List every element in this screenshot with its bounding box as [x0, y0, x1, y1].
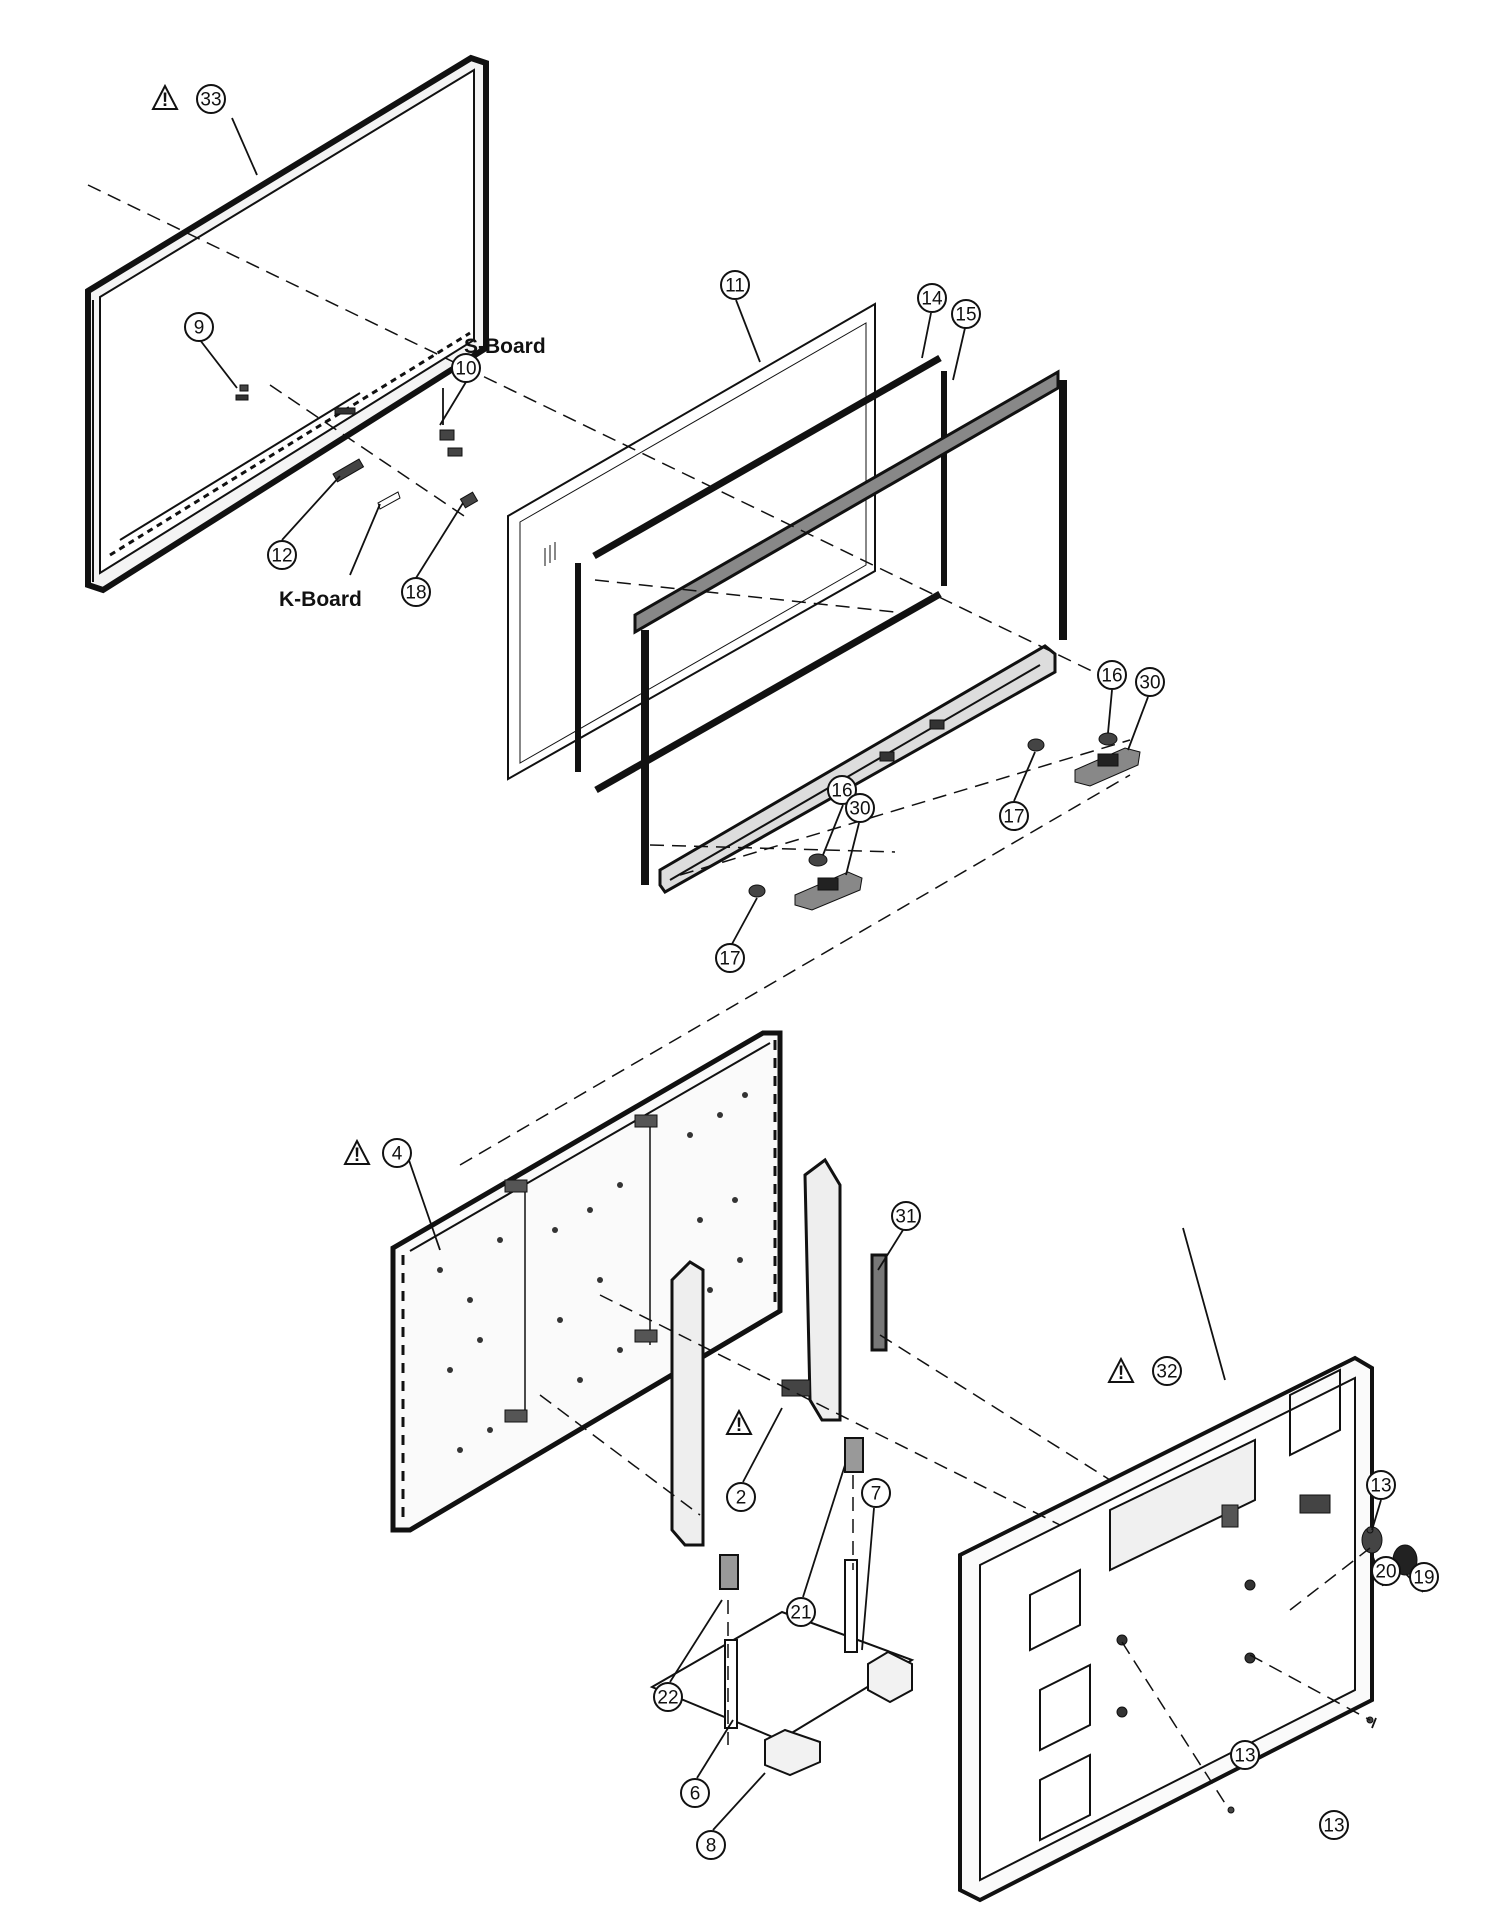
s-board-label: S-Board [464, 335, 546, 358]
callout-circle [1135, 667, 1165, 697]
callout-circle [720, 270, 750, 300]
callout-12: 12 [271, 546, 292, 567]
callout-circle [401, 577, 431, 607]
callout-31: 31 [895, 1207, 916, 1228]
warning-mark: ! [736, 1415, 742, 1436]
callout-circle [715, 943, 745, 973]
callout-21: 21 [790, 1603, 811, 1624]
warning-marks: ! ! ! ! [162, 90, 1124, 1436]
callout-circle [1371, 1556, 1401, 1586]
callout-circle [382, 1138, 412, 1168]
rear-cover-part [958, 1355, 1374, 1903]
callouts [184, 84, 1439, 1860]
callout-22: 22 [657, 1688, 678, 1709]
callout-11: 11 [725, 276, 745, 297]
k-board-label: K-Board [279, 588, 362, 611]
callout-32: 32 [1156, 1362, 1177, 1383]
bezel-small-parts [239, 384, 479, 510]
callout-17: 17 [1003, 807, 1024, 828]
callout-18: 18 [405, 583, 426, 604]
callout-30: 30 [1139, 673, 1160, 694]
callout-2: 2 [736, 1488, 747, 1509]
warning-triangle-icon [151, 83, 179, 110]
callout-33: 33 [200, 90, 221, 111]
stand-base-part [649, 1559, 915, 1777]
callout-circle [845, 793, 875, 823]
callout-17-lower: 17 [719, 949, 740, 970]
callout-9: 9 [194, 318, 205, 339]
callout-circle [726, 1482, 756, 1512]
callout-circle [999, 801, 1029, 831]
callout-numbers: 33 9 10 12 18 11 14 15 16 30 17 16 30 17… [194, 90, 1435, 1857]
warning-mark: ! [1118, 1363, 1124, 1384]
callout-circle [184, 312, 214, 342]
panel-glass-part [507, 302, 876, 781]
callout-4: 4 [392, 1144, 403, 1165]
callout-10: 10 [455, 359, 476, 380]
stand-posts [670, 1157, 888, 1590]
chassis-dots [437, 1092, 748, 1453]
callout-14: 14 [921, 289, 943, 310]
callout-20: 20 [1375, 1562, 1396, 1583]
callout-circle [951, 299, 981, 329]
callout-circle [696, 1830, 726, 1860]
callout-16-lower: 16 [831, 781, 852, 802]
warning-triangle-icon [1107, 1356, 1135, 1383]
callout-8: 8 [706, 1836, 717, 1857]
callout-circle [861, 1478, 891, 1508]
assembly-guide-lines [87, 184, 1371, 1809]
callout-13-mid: 13 [1234, 1746, 1255, 1767]
panel-chassis-frame [633, 369, 1067, 894]
callout-6: 6 [690, 1784, 701, 1805]
callout-circle [1409, 1562, 1439, 1592]
warning-triangle-icon [725, 1408, 753, 1435]
callout-circle [827, 775, 857, 805]
knob-parts [1227, 1526, 1418, 1814]
callout-circle [653, 1682, 683, 1712]
callout-circle [917, 283, 947, 313]
callout-circle [891, 1201, 921, 1231]
callout-circle [1366, 1470, 1396, 1500]
gasket-strips [575, 354, 947, 794]
callout-16: 16 [1101, 666, 1122, 687]
warning-icons [151, 83, 1135, 1435]
callout-circle [786, 1597, 816, 1627]
front-bezel-part [85, 54, 489, 594]
warning-mark: ! [162, 90, 168, 111]
callout-15: 15 [955, 305, 976, 326]
warning-triangle-icon [343, 1138, 371, 1165]
speaker-brackets [748, 732, 1141, 911]
callout-circle [451, 353, 481, 383]
callout-7: 7 [871, 1484, 882, 1505]
callout-circle [267, 540, 297, 570]
callout-circle [680, 1778, 710, 1808]
warning-mark: ! [354, 1145, 360, 1166]
chassis-plate-part [390, 1030, 783, 1533]
callout-circle [1097, 660, 1127, 690]
callout-circle [1152, 1356, 1182, 1386]
callout-13-top: 13 [1370, 1476, 1391, 1497]
callout-13-bottom: 13 [1323, 1816, 1344, 1837]
callout-30-lower: 30 [849, 799, 870, 820]
leader-lines [199, 117, 1424, 1831]
callout-19: 19 [1413, 1568, 1434, 1589]
callout-circle [196, 84, 226, 114]
callout-circle [1230, 1740, 1260, 1770]
callout-circle [1319, 1810, 1349, 1840]
